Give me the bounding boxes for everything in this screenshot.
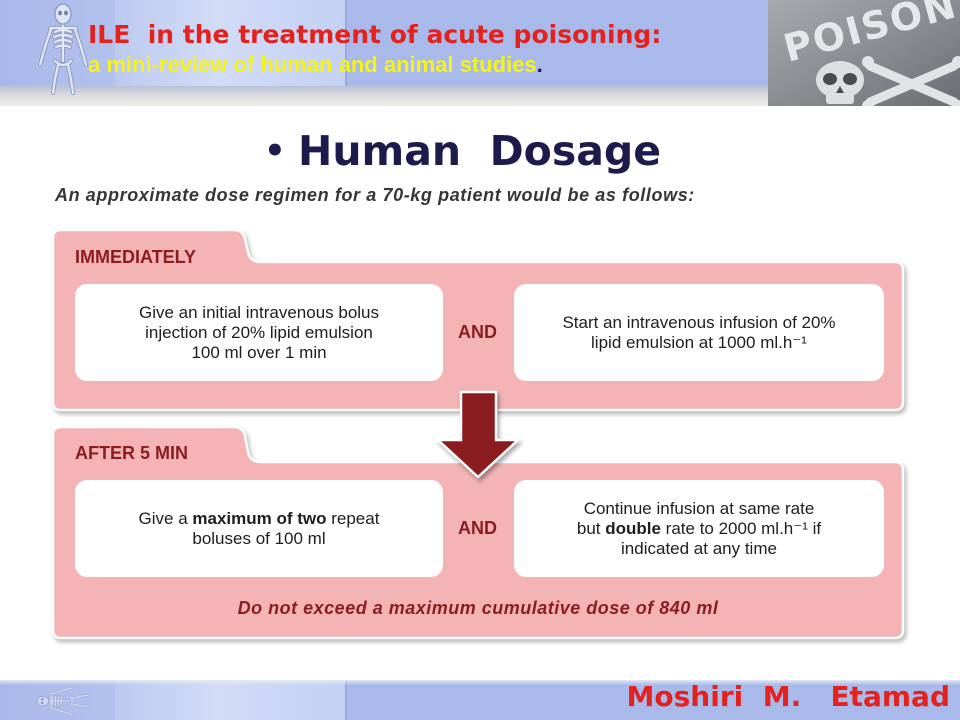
box-line-emphasis: double xyxy=(605,518,661,538)
slide-footer-banner: Moshiri M. Etamad xyxy=(0,680,960,720)
step-label-immediately: IMMEDIATELY xyxy=(75,247,197,267)
header-bottom-stripe xyxy=(0,86,768,106)
box-line: lipid emulsion at 1000 ml.h⁻¹ xyxy=(591,332,807,352)
skeleton-illustration xyxy=(36,686,90,716)
box-line-text: Give a xyxy=(138,508,193,528)
author-credit: Moshiri M. Etamad xyxy=(626,680,950,713)
and-connector: AND xyxy=(458,322,497,342)
footer-light-band xyxy=(115,680,347,720)
slide-heading: Human Dosage xyxy=(298,127,662,175)
skeleton-illustration xyxy=(30,3,96,95)
box-line: boluses of 100 ml xyxy=(192,528,326,548)
maximum-dose-warning: Do not exceed a maximum cumulative dose … xyxy=(237,598,719,618)
box-line: Start an intravenous infusion of 20% xyxy=(562,312,836,332)
repeat-bolus-box: Give a maximum of two repeat boluses of … xyxy=(75,480,443,577)
heading-bullet: • xyxy=(264,131,286,171)
down-arrow-icon xyxy=(434,390,522,479)
footer-top-highlight xyxy=(0,680,960,685)
poison-road-sign-image: POISON xyxy=(768,0,960,106)
box-line: 100 ml over 1 min xyxy=(191,342,327,362)
box-line: indicated at any time xyxy=(621,538,777,558)
slide-header-banner: POISON ILE in the treatment of acute poi… xyxy=(0,0,960,106)
box-line: injection of 20% lipid emulsion xyxy=(145,322,373,342)
continue-infusion-box: Continue infusion at same rate but doubl… xyxy=(514,480,884,577)
box-line: Give a maximum of two repeat xyxy=(139,509,380,529)
dose-regimen-intro: An approximate dose regimen for a 70-kg … xyxy=(55,185,695,205)
presentation-subtitle: a mini-review of human and animal studie… xyxy=(88,52,543,78)
presentation-title: ILE in the treatment of acute poisoning: xyxy=(88,20,662,49)
box-line: Continue infusion at same rate xyxy=(583,498,815,518)
box-line-emphasis: maximum of two xyxy=(192,508,327,528)
start-infusion-box: Start an intravenous infusion of 20% lip… xyxy=(514,284,884,381)
subtitle-text: a mini-review of human and animal studie… xyxy=(88,52,537,77)
header-light-band xyxy=(115,0,347,88)
subtitle-period: . xyxy=(536,52,543,77)
box-line: Give an initial intravenous bolus xyxy=(138,302,380,322)
box-line: but double rate to 2000 ml.h⁻¹ if xyxy=(577,519,821,539)
box-line-text: repeat xyxy=(326,508,380,528)
step-label-after-5-min: AFTER 5 MIN xyxy=(75,443,189,463)
box-line-text: rate to 2000 ml.h⁻¹ if xyxy=(660,518,822,538)
box-line-text: but xyxy=(576,518,606,538)
and-connector: AND xyxy=(458,518,497,538)
initial-bolus-box: Give an initial intravenous bolus inject… xyxy=(75,284,443,381)
